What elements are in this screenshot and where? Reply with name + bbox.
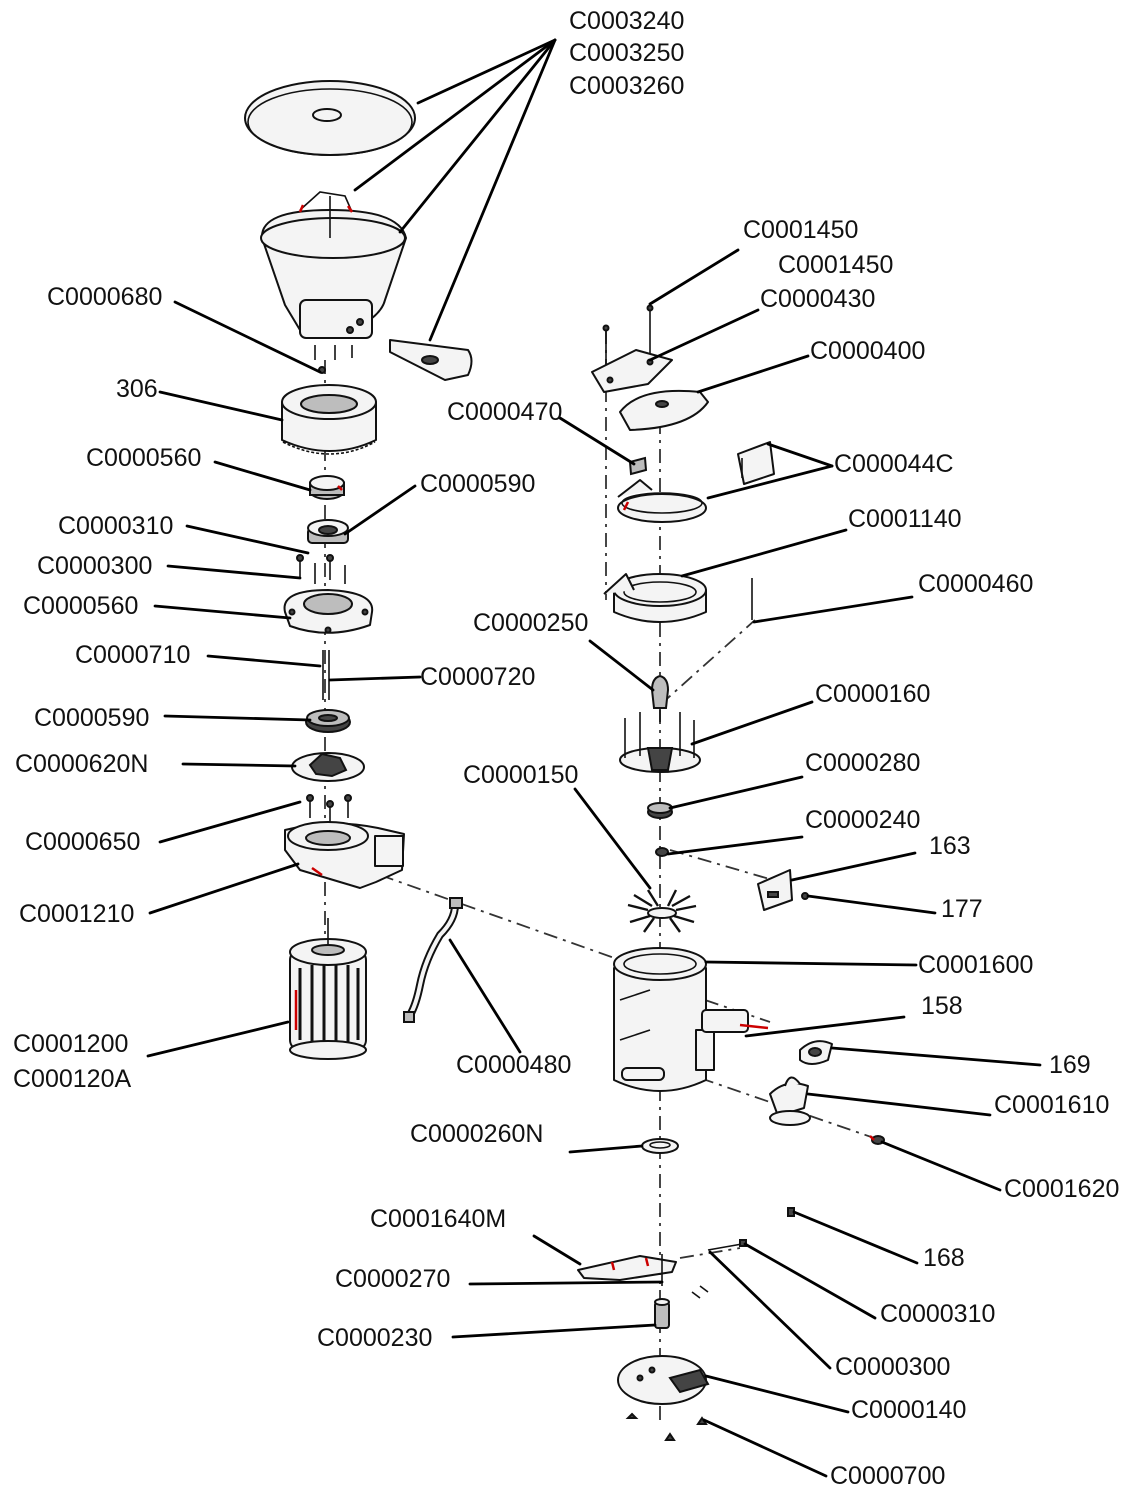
label-c0000620n: C0000620N xyxy=(15,750,148,778)
label-c0003250: C0003250 xyxy=(569,39,684,67)
bearing-c0000590-bottom xyxy=(305,709,351,733)
ring-c000044c xyxy=(617,479,707,523)
label-c0001450-b: C0001450 xyxy=(778,251,893,279)
impeller-c0000160 xyxy=(619,712,701,773)
lid-c0000400 xyxy=(619,389,709,431)
label-c0000300-left: C0000300 xyxy=(37,552,152,580)
label-c0000560-top: C0000560 xyxy=(86,444,201,472)
knob-c0001610 xyxy=(769,1076,811,1126)
label-169: 169 xyxy=(1049,1051,1091,1079)
label-c0000280: C0000280 xyxy=(805,749,920,777)
knob-c0000250 xyxy=(650,674,670,722)
label-c0000710: C0000710 xyxy=(75,641,190,669)
small-screws-c0000300 xyxy=(296,554,346,584)
screws-c0000650 xyxy=(306,794,352,826)
coupler-c0000230 xyxy=(654,1298,670,1329)
cord-c0000480 xyxy=(403,897,463,1023)
label-c0000470: C0000470 xyxy=(447,398,562,426)
seal-c0000260n xyxy=(641,1138,679,1154)
ring-c0000240 xyxy=(655,847,669,857)
body-c0001600 xyxy=(613,947,749,1092)
bearing-c0000560-top xyxy=(309,475,345,500)
hopper-bowl-part xyxy=(260,191,407,339)
latch-c0000470 xyxy=(628,456,648,476)
label-c0000590-bottom: C0000590 xyxy=(34,704,149,732)
shaft-c0000720 xyxy=(322,650,330,700)
label-c0000700: C0000700 xyxy=(830,1462,945,1490)
label-c0001210: C0001210 xyxy=(19,900,134,928)
chute-bracket-part xyxy=(389,339,473,381)
label-c0000400: C0000400 xyxy=(810,337,925,365)
label-c0000590-top: C0000590 xyxy=(420,470,535,498)
label-c0000310-right: C0000310 xyxy=(880,1300,995,1328)
label-c0001200: C0001200 xyxy=(13,1030,128,1058)
fan-c0000150 xyxy=(627,889,697,933)
guard-c000044c xyxy=(737,441,775,485)
label-c0000460: C0000460 xyxy=(918,570,1033,598)
assembly-axis-lines xyxy=(324,330,881,1420)
plate-c0001640m xyxy=(577,1255,709,1299)
housing-ring-c0001140 xyxy=(603,573,707,623)
label-c0000250: C0000250 xyxy=(473,609,588,637)
label-c0000160: C0000160 xyxy=(815,680,930,708)
screws-c0000680 xyxy=(314,345,353,374)
switch-163 xyxy=(757,869,793,911)
label-c0000140: C0000140 xyxy=(851,1396,966,1424)
label-c0000480: C0000480 xyxy=(456,1051,571,1079)
label-c0001610: C0001610 xyxy=(994,1091,1109,1119)
label-c0003240: C0003240 xyxy=(569,7,684,35)
label-c0001140: C0001140 xyxy=(848,505,962,533)
label-c0000230: C0000230 xyxy=(317,1324,432,1352)
flange-plate-c0000560 xyxy=(283,589,374,634)
gear-housing-c0001210 xyxy=(284,821,405,889)
base-plate-c0000140 xyxy=(617,1355,710,1405)
label-c0000560-bottom: C0000560 xyxy=(23,592,138,620)
label-c0000240: C0000240 xyxy=(805,806,920,834)
label-c0000150: C0000150 xyxy=(463,761,578,789)
label-c0001640m: C0001640M xyxy=(370,1205,506,1233)
label-c0001450-a: C0001450 xyxy=(743,216,858,244)
leader-lines xyxy=(146,38,1042,1478)
lid-part xyxy=(244,80,416,156)
label-c000044c: C000044C xyxy=(834,450,954,478)
bearing-c0000280 xyxy=(647,802,673,819)
label-c0003260: C0003260 xyxy=(569,72,684,100)
label-c0000720: C0000720 xyxy=(420,663,535,691)
motor-c0001200 xyxy=(289,918,367,1060)
label-c0000680: C0000680 xyxy=(47,283,162,311)
ring-housing-306 xyxy=(281,384,377,455)
label-163: 163 xyxy=(929,832,971,860)
feet-c0000700 xyxy=(625,1412,708,1441)
label-177: 177 xyxy=(941,895,983,923)
part-labels: C0003240 C0003250 C0003260 C0000680 306 … xyxy=(13,7,1119,1490)
label-306: 306 xyxy=(116,375,158,403)
label-c0000310-left: C0000310 xyxy=(58,512,173,540)
label-168: 168 xyxy=(923,1244,965,1272)
label-c0000430: C0000430 xyxy=(760,285,875,313)
label-c000120a: C000120A xyxy=(13,1065,131,1093)
label-158: 158 xyxy=(921,992,963,1020)
part-169 xyxy=(799,1040,833,1065)
label-c0000260n: C0000260N xyxy=(410,1120,543,1148)
bearing-c0000590-top xyxy=(307,519,349,544)
label-c0000650: C0000650 xyxy=(25,828,140,856)
label-c0001620: C0001620 xyxy=(1004,1175,1119,1203)
cutter-disc-c0000620n xyxy=(291,752,365,782)
part-158 xyxy=(739,1023,769,1030)
spring-c0000310-c0000300 xyxy=(707,1239,747,1251)
label-c0001600: C0001600 xyxy=(918,951,1033,979)
label-c0000270: C0000270 xyxy=(335,1265,450,1293)
label-c0000300-right: C0000300 xyxy=(835,1353,950,1381)
